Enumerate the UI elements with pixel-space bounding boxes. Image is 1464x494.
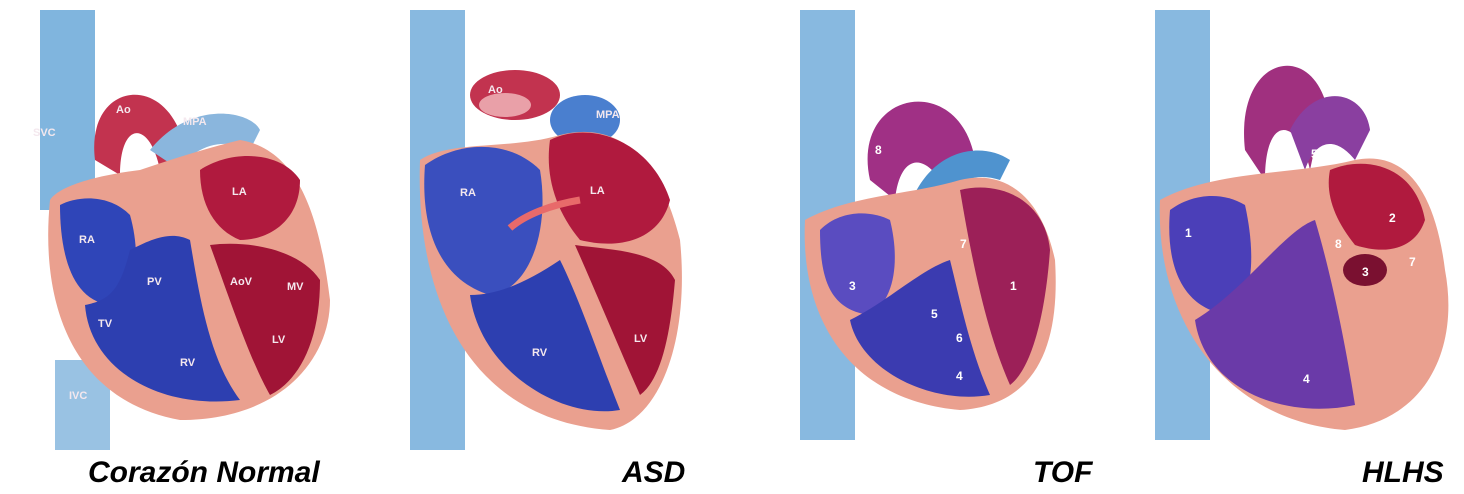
label-ivc: IVC <box>69 390 87 402</box>
superior-vena-cava <box>40 10 95 210</box>
hlhs-heart-illustration: 6 5 1 2 8 3 7 4 <box>1115 0 1464 450</box>
label-ao: Ao <box>116 104 131 116</box>
label-la: LA <box>590 185 605 197</box>
label-mv: MV <box>287 281 304 293</box>
label-8: 8 <box>875 143 882 157</box>
label-8: 8 <box>1335 237 1342 251</box>
label-3: 3 <box>1362 265 1369 279</box>
label-4: 4 <box>956 369 963 383</box>
label-tv: TV <box>98 318 113 330</box>
label-lv: LV <box>634 333 648 345</box>
aorta-opening <box>479 93 531 117</box>
label-6: 6 <box>1213 108 1220 122</box>
label-4: 4 <box>1303 372 1310 386</box>
caption-hlhs: HLHS <box>1362 456 1444 490</box>
label-aov: AoV <box>230 276 253 288</box>
label-mpa: MPA <box>596 109 620 121</box>
label-ra: RA <box>79 234 95 246</box>
label-svc: SVC <box>33 127 56 139</box>
label-la: LA <box>232 186 247 198</box>
label-ao: Ao <box>488 84 503 96</box>
normal-heart-illustration: SVC Ao MPA LA RA PV AoV MV TV RV LV IVC <box>0 0 360 450</box>
caption-tof: TOF <box>1033 456 1092 490</box>
panel-tof: 8 7 3 5 1 6 2 4 TOF <box>760 0 1100 494</box>
label-ra: RA <box>460 187 476 199</box>
panel-asd: Ao MPA RA LA RV LV ASD <box>360 0 730 494</box>
asd-heart-illustration: Ao MPA RA LA RV LV <box>360 0 730 450</box>
label-rv: RV <box>180 357 196 369</box>
label-lv: LV <box>272 334 286 346</box>
tof-heart-illustration: 8 7 3 5 1 6 2 4 <box>760 0 1100 450</box>
label-2: 2 <box>1023 381 1030 395</box>
label-1: 1 <box>1185 226 1192 240</box>
label-5: 5 <box>931 307 938 321</box>
label-rv: RV <box>532 347 548 359</box>
label-pv: PV <box>147 276 162 288</box>
label-mpa: MPA <box>183 116 207 128</box>
label-2: 2 <box>1389 211 1396 225</box>
caption-asd: ASD <box>622 456 685 490</box>
label-7: 7 <box>960 237 967 251</box>
label-3: 3 <box>849 279 856 293</box>
label-5: 5 <box>1311 147 1318 161</box>
label-6: 6 <box>956 331 963 345</box>
label-1: 1 <box>1010 279 1017 293</box>
panel-normal-heart: SVC Ao MPA LA RA PV AoV MV TV RV LV IVC … <box>0 0 360 494</box>
caption-normal-heart: Corazón Normal <box>88 456 320 490</box>
label-7: 7 <box>1409 255 1416 269</box>
panel-hlhs: 6 5 1 2 8 3 7 4 HLHS <box>1115 0 1464 494</box>
